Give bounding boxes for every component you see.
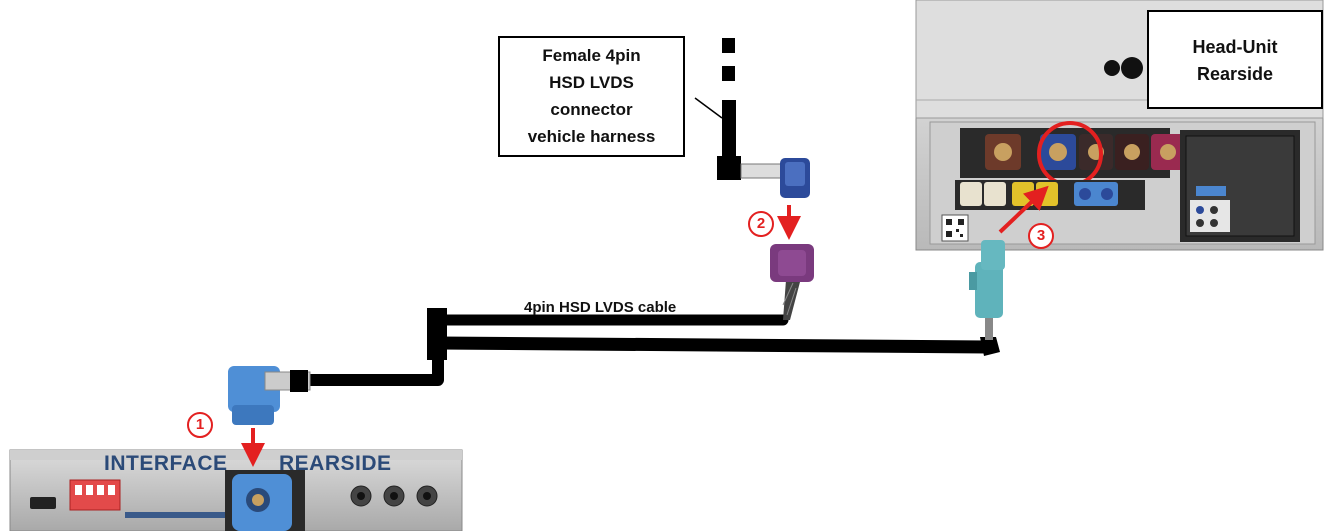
callout-line: HSD LVDS	[549, 73, 634, 92]
fakra-dark-icon	[1115, 134, 1185, 170]
braided-sleeve	[782, 280, 800, 320]
aqua-hsd-plug	[969, 240, 1005, 318]
callout-line: Rearside	[1196, 64, 1274, 84]
quadlock-connector-icon	[1180, 130, 1300, 242]
audio-jacks-icon	[350, 485, 438, 507]
cable-end-headunit	[980, 318, 1000, 356]
callout-line: Female 4pin	[542, 46, 641, 65]
arrow-3	[998, 185, 1049, 234]
blue-lvds-plug	[228, 366, 311, 425]
interface-label-word1: INTERFACE	[104, 452, 228, 475]
lvds-cable	[299, 308, 995, 386]
arrows	[241, 185, 1049, 467]
qr-code-icon	[941, 214, 969, 242]
step-3-marker: 3	[1028, 223, 1054, 249]
female-connector-callout: Female 4pin HSD LVDS connector vehicle h…	[498, 36, 685, 157]
violet-hsd-plug	[770, 244, 814, 282]
vehicle-harness-cable	[717, 38, 782, 180]
head-unit-callout: Head-Unit Rearside	[1147, 10, 1323, 109]
fakra-white-icon	[960, 182, 1006, 206]
callout-line: vehicle harness	[527, 127, 656, 146]
step-2-marker: 2	[748, 211, 774, 237]
callout-line: connector	[550, 100, 633, 119]
fakra-brown-icon	[985, 134, 1021, 170]
mount-hole-icon	[1104, 57, 1143, 79]
interface-box	[9, 449, 463, 531]
callout-line: Head-Unit	[1192, 37, 1278, 57]
mini-usb-port-icon	[30, 497, 56, 509]
blue-hsd-connector-harness	[780, 158, 810, 198]
fakra-blue-pair-icon	[1074, 182, 1118, 206]
step-1-marker: 1	[187, 412, 213, 438]
cable-label: 4pin HSD LVDS cable	[524, 299, 677, 316]
interface-label-word2: REARSIDE	[279, 452, 392, 475]
